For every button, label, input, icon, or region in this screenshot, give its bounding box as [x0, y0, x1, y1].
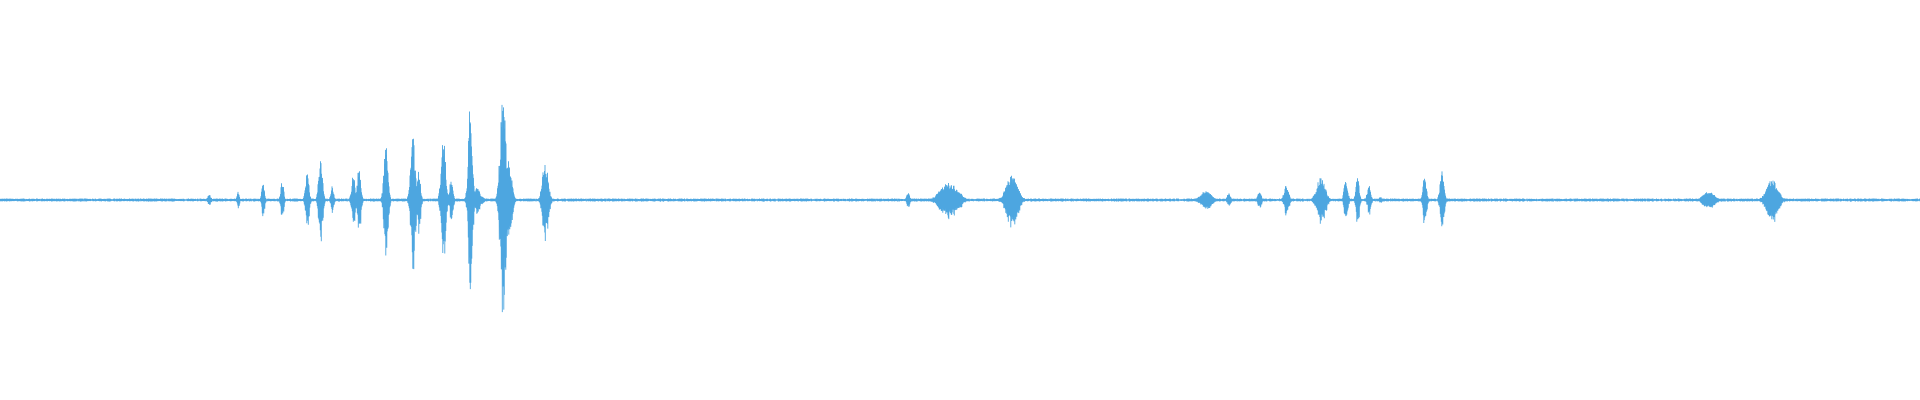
waveform-trace — [0, 104, 1920, 313]
